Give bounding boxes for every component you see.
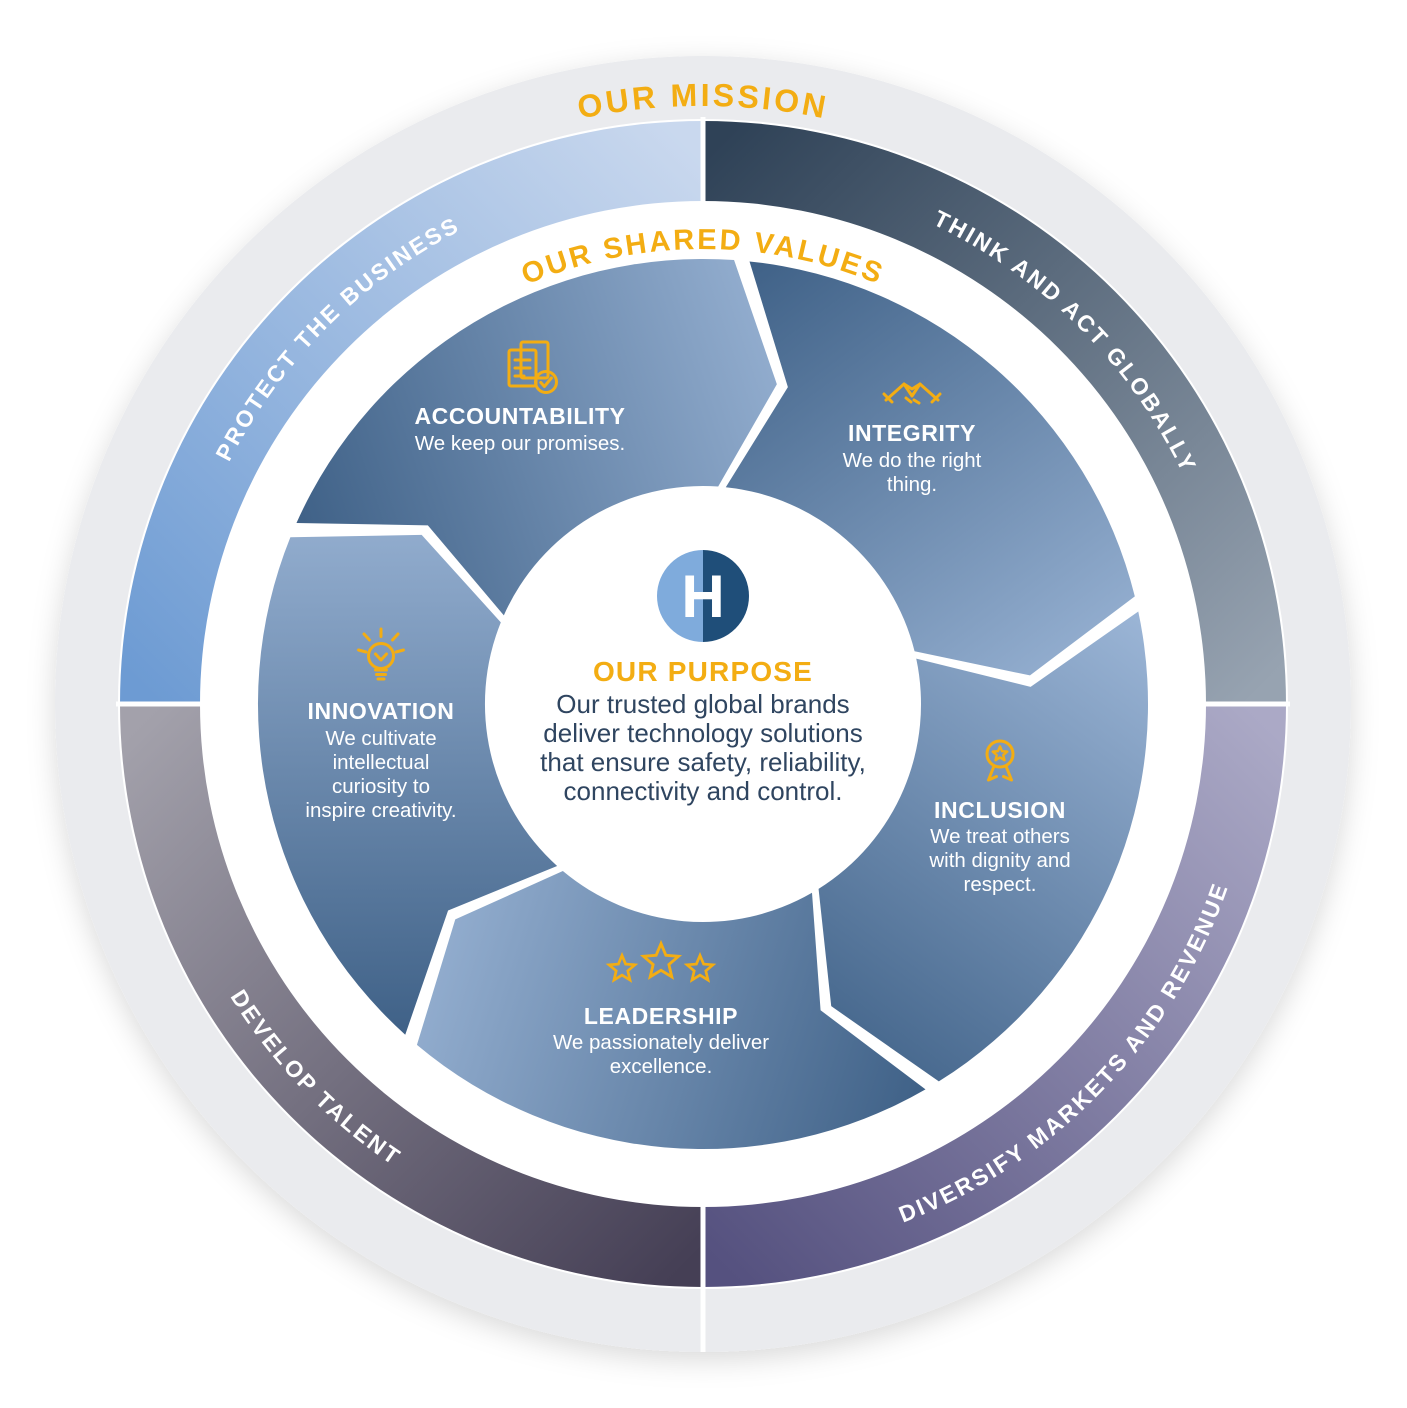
value-desc-line: We do the right [843,449,982,472]
logo-letter: H [681,563,724,630]
lightbulb-icon [357,627,405,681]
value-desc-line: excellence. [610,1055,713,1078]
strategy-ring [116,117,1290,1352]
value-accountability: ACCOUNTABILITY We keep our promises. [414,340,625,455]
value-title-inclusion: INCLUSION [934,797,1066,823]
purpose-text-line: Our trusted global brands [556,689,849,719]
value-title-accountability: ACCOUNTABILITY [414,403,625,429]
value-title-leadership: LEADERSHIP [584,1003,738,1029]
value-desc-line: respect. [964,873,1037,896]
value-desc-line: intellectual [333,751,430,774]
purpose-text-line: that ensure safety, reliability, [540,747,866,777]
quadrant-dividers [116,117,1290,1352]
checklist-icon [507,340,558,394]
strategy-segment-diversify-markets-and-revenue [703,704,1286,1287]
value-inclusion: INCLUSION We treat others with dignity a… [928,739,1071,896]
purpose-text-line: connectivity and control. [564,776,843,806]
medal-icon [985,739,1015,782]
value-leadership: LEADERSHIP We passionately deliver excel… [553,942,769,1078]
strategy-segment-think-and-act-globally [703,121,1286,704]
value-desc-line: We cultivate [325,727,436,750]
value-title-integrity: INTEGRITY [848,420,976,446]
value-desc-line: We passionately deliver [553,1031,769,1054]
handshake-icon [882,382,942,405]
value-innovation: INNOVATION We cultivate intellectual cur… [305,627,457,822]
purpose-block: OUR PURPOSE Our trusted global brands de… [540,656,866,806]
company-logo: H [657,550,749,642]
value-desc-line: inspire creativity. [305,799,456,822]
strategy-segment-protect-the-business [120,121,703,704]
purpose-text-line: deliver technology solutions [543,718,862,748]
value-integrity: INTEGRITY We do the right thing. [843,382,982,496]
value-desc-line: We treat others [930,825,1070,848]
value-desc-line: curiosity to [332,775,430,798]
value-desc-line: thing. [887,473,937,496]
value-title-innovation: INNOVATION [308,698,455,724]
strategy-segment-develop-talent [120,704,703,1287]
value-desc-line: We keep our promises. [415,432,625,455]
value-desc-line: with dignity and [928,849,1070,872]
purpose-title: OUR PURPOSE [593,656,813,687]
